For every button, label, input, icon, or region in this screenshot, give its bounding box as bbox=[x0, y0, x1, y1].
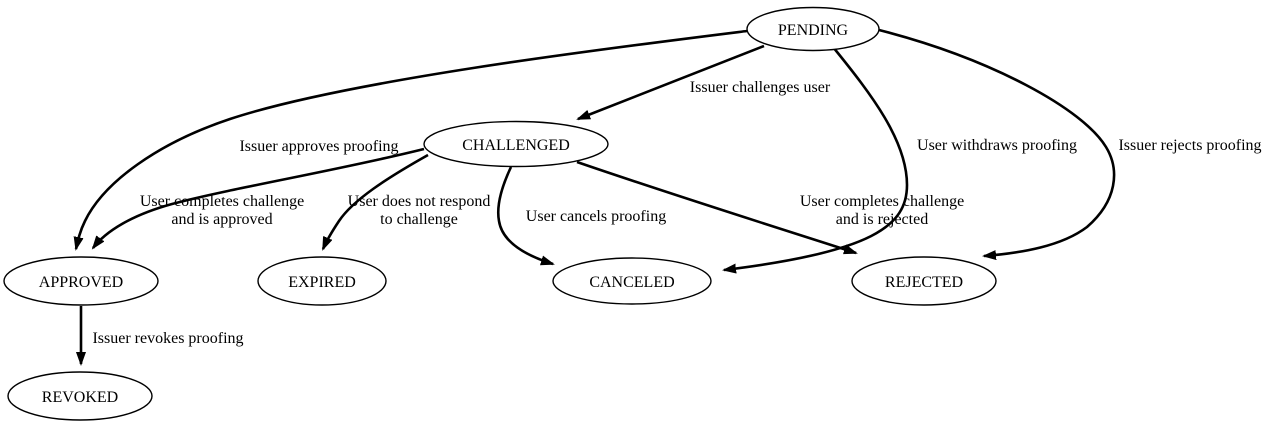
edge-label-issuer-rejects-proofing: Issuer rejects proofing bbox=[1118, 137, 1261, 154]
node-canceled-label: CANCELED bbox=[589, 274, 674, 291]
edge-challenged-expired bbox=[321, 153, 429, 249]
node-approved-ellipse bbox=[3, 256, 159, 306]
edge-label-completes-challenge-approved-line2: and is approved bbox=[171, 211, 272, 228]
edge-challenged-rejected bbox=[576, 160, 856, 255]
edge-label-user-withdraws-proofing: User withdraws proofing bbox=[917, 137, 1077, 154]
node-rejected: REJECTED bbox=[851, 256, 997, 306]
node-expired-label: EXPIRED bbox=[288, 274, 356, 291]
node-pending: PENDING bbox=[746, 6, 880, 52]
edge-label-completes-challenge-rejected-line1: User completes challenge bbox=[800, 193, 964, 210]
node-revoked-ellipse bbox=[7, 371, 153, 421]
node-canceled: CANCELED bbox=[552, 257, 712, 305]
node-challenged-label: CHALLENGED bbox=[462, 137, 570, 154]
edge-label-completes-challenge-approved-line1: User completes challenge bbox=[140, 193, 304, 210]
edge-group bbox=[76, 28, 1116, 364]
edge-label-group: Issuer challenges user Issuer approves p… bbox=[92, 79, 1261, 347]
node-canceled-ellipse bbox=[552, 257, 712, 305]
edge-label-issuer-revokes-proofing: Issuer revokes proofing bbox=[92, 330, 243, 347]
edge-label-completes-challenge-rejected-line2: and is rejected bbox=[836, 211, 928, 228]
node-rejected-label: REJECTED bbox=[885, 274, 963, 291]
edge-challenged-approved bbox=[93, 147, 425, 248]
node-revoked-label: REVOKED bbox=[42, 389, 118, 406]
edge-label-does-not-respond-line1: User does not respond bbox=[348, 193, 491, 210]
node-approved: APPROVED bbox=[3, 256, 159, 306]
edge-pending-approved bbox=[76, 29, 748, 249]
edge-challenged-canceled bbox=[496, 166, 553, 264]
node-rejected-ellipse bbox=[851, 256, 997, 306]
node-revoked: REVOKED bbox=[7, 371, 153, 421]
edge-label-issuer-challenges-user: Issuer challenges user bbox=[690, 79, 831, 96]
edge-label-does-not-respond-line2: to challenge bbox=[380, 211, 458, 228]
node-approved-label: APPROVED bbox=[39, 274, 123, 291]
edge-pending-challenged bbox=[578, 44, 765, 121]
edge-label-user-cancels-proofing: User cancels proofing bbox=[526, 208, 666, 225]
edge-pending-canceled bbox=[724, 46, 909, 270]
node-expired: EXPIRED bbox=[257, 256, 387, 306]
node-challenged: CHALLENGED bbox=[423, 120, 609, 168]
edge-pending-rejected bbox=[878, 28, 1116, 256]
node-pending-label: PENDING bbox=[778, 22, 849, 39]
node-expired-ellipse bbox=[257, 256, 387, 306]
node-pending-ellipse bbox=[746, 6, 880, 52]
node-challenged-ellipse bbox=[423, 120, 609, 168]
node-group: PENDING CHALLENGED APPROVED EXPIRED CANC… bbox=[3, 6, 997, 421]
edge-label-issuer-approves-proofing: Issuer approves proofing bbox=[239, 138, 398, 155]
